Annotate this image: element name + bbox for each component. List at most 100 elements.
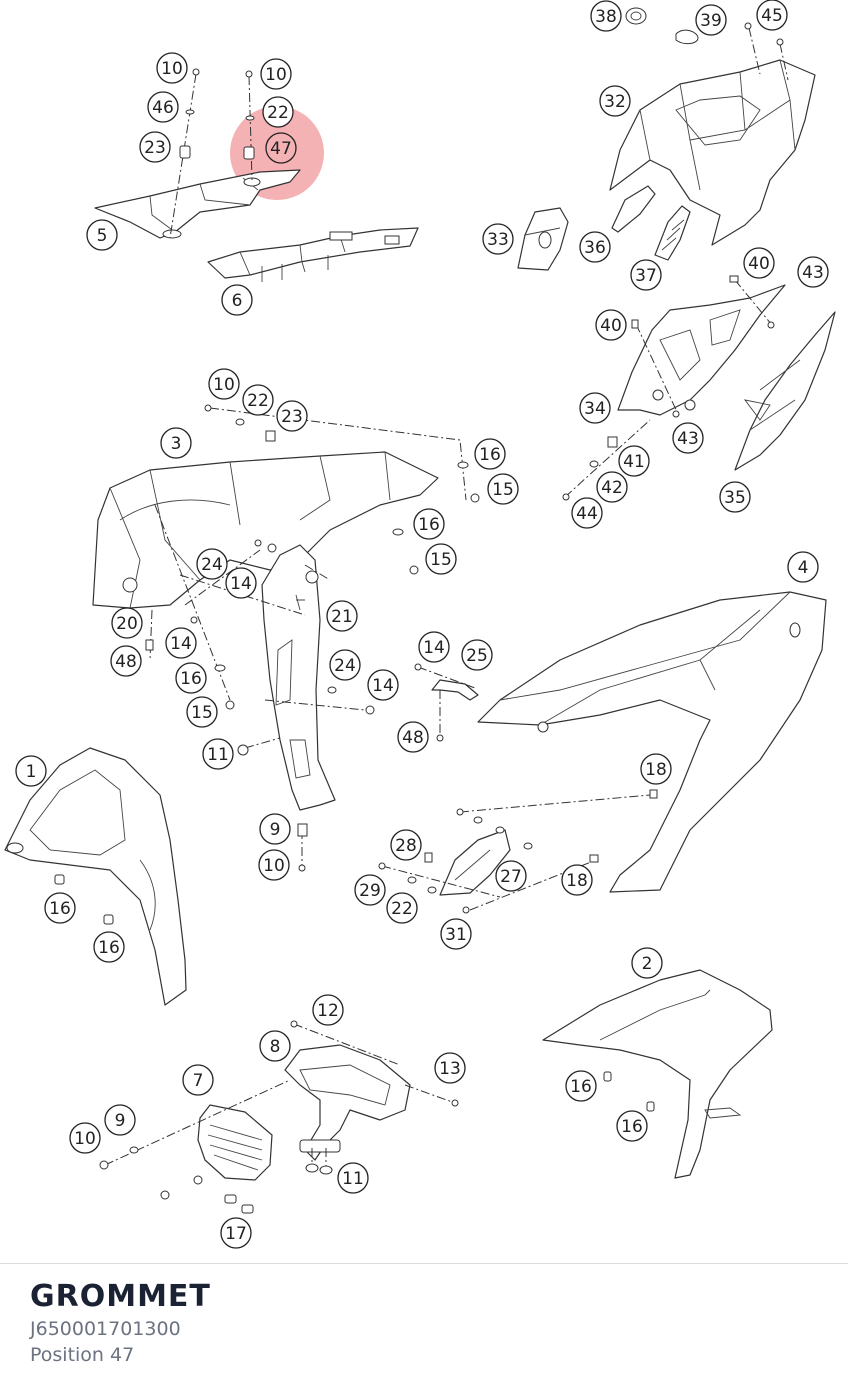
callout-label: 43 <box>677 429 699 449</box>
callout-43[interactable]: 43 <box>797 256 829 288</box>
callout-circle <box>461 639 493 671</box>
callout-35[interactable]: 35 <box>719 481 751 513</box>
callout-32[interactable]: 32 <box>599 85 631 117</box>
callout-circle <box>599 85 631 117</box>
callout-15[interactable]: 15 <box>487 473 519 505</box>
callout-circle <box>329 649 361 681</box>
callout-circle <box>640 753 672 785</box>
callout-label: 4 <box>798 558 809 578</box>
callout-circle <box>487 473 519 505</box>
callout-label: 46 <box>152 98 174 118</box>
callout-13[interactable]: 13 <box>434 1052 466 1084</box>
callout-15[interactable]: 15 <box>425 543 457 575</box>
callout-6[interactable]: 6 <box>221 284 253 316</box>
callout-5[interactable]: 5 <box>86 219 118 251</box>
callout-42[interactable]: 42 <box>596 471 628 503</box>
callout-1[interactable]: 1 <box>15 755 47 787</box>
callout-circle <box>182 1064 214 1096</box>
callout-circle <box>276 400 308 432</box>
callout-label: 16 <box>418 515 440 535</box>
callout-40[interactable]: 40 <box>595 309 627 341</box>
callout-16[interactable]: 16 <box>413 508 445 540</box>
callout-10[interactable]: 10 <box>258 849 290 881</box>
callout-label: 10 <box>263 856 285 876</box>
callout-21[interactable]: 21 <box>326 600 358 632</box>
callout-circle <box>579 392 611 424</box>
callout-22[interactable]: 22 <box>242 384 274 416</box>
callout-15[interactable]: 15 <box>186 696 218 728</box>
callout-39[interactable]: 39 <box>695 4 727 36</box>
callout-circle <box>312 994 344 1026</box>
callout-10[interactable]: 10 <box>156 52 188 84</box>
callout-16[interactable]: 16 <box>175 662 207 694</box>
callout-7[interactable]: 7 <box>182 1064 214 1096</box>
fasteners-mid-left <box>145 404 480 872</box>
callout-22[interactable]: 22 <box>386 892 418 924</box>
callout-43[interactable]: 43 <box>672 422 704 454</box>
callout-45[interactable]: 45 <box>756 0 788 31</box>
part-name: GROMMET <box>30 1279 211 1314</box>
part-37-strip <box>654 205 691 261</box>
callout-16[interactable]: 16 <box>44 892 76 924</box>
callout-14[interactable]: 14 <box>367 669 399 701</box>
callout-23[interactable]: 23 <box>139 131 171 163</box>
callout-16[interactable]: 16 <box>565 1070 597 1102</box>
callout-10[interactable]: 10 <box>69 1122 101 1154</box>
callout-29[interactable]: 29 <box>354 874 386 906</box>
callout-47[interactable]: 47 <box>265 132 297 164</box>
callout-2[interactable]: 2 <box>631 947 663 979</box>
callout-circle <box>397 721 429 753</box>
callout-label: 23 <box>144 138 166 158</box>
callout-27[interactable]: 27 <box>495 860 527 892</box>
callout-16[interactable]: 16 <box>93 931 125 963</box>
callout-40[interactable]: 40 <box>743 247 775 279</box>
callout-label: 38 <box>595 7 617 27</box>
callout-circle <box>495 860 527 892</box>
callout-16[interactable]: 16 <box>616 1110 648 1142</box>
callout-38[interactable]: 38 <box>590 0 622 32</box>
callout-20[interactable]: 20 <box>111 607 143 639</box>
callout-8[interactable]: 8 <box>259 1030 291 1062</box>
callout-16[interactable]: 16 <box>474 438 506 470</box>
callout-label: 45 <box>761 6 783 26</box>
callout-12[interactable]: 12 <box>312 994 344 1026</box>
callout-9[interactable]: 9 <box>104 1104 136 1136</box>
callout-31[interactable]: 31 <box>440 918 472 950</box>
callout-24[interactable]: 24 <box>196 548 228 580</box>
callout-circle <box>69 1122 101 1154</box>
callout-11[interactable]: 11 <box>337 1162 369 1194</box>
callout-48[interactable]: 48 <box>110 645 142 677</box>
callout-label: 14 <box>372 676 394 696</box>
callout-44[interactable]: 44 <box>571 497 603 529</box>
part-21-side-panel <box>261 544 336 811</box>
callout-34[interactable]: 34 <box>579 392 611 424</box>
callout-24[interactable]: 24 <box>329 649 361 681</box>
callout-46[interactable]: 46 <box>147 91 179 123</box>
callout-9[interactable]: 9 <box>259 813 291 845</box>
callout-3[interactable]: 3 <box>160 427 192 459</box>
callout-48[interactable]: 48 <box>397 721 429 753</box>
callout-28[interactable]: 28 <box>390 829 422 861</box>
callout-22[interactable]: 22 <box>262 96 294 128</box>
callout-17[interactable]: 17 <box>220 1217 252 1249</box>
callout-36[interactable]: 36 <box>579 231 611 263</box>
callout-10[interactable]: 10 <box>208 368 240 400</box>
callout-14[interactable]: 14 <box>418 631 450 663</box>
callout-circle <box>265 132 297 164</box>
callout-25[interactable]: 25 <box>461 639 493 671</box>
callout-circle <box>596 471 628 503</box>
callout-41[interactable]: 41 <box>618 445 650 477</box>
callout-label: 10 <box>213 375 235 395</box>
callout-18[interactable]: 18 <box>640 753 672 785</box>
callout-14[interactable]: 14 <box>165 627 197 659</box>
callout-11[interactable]: 11 <box>202 738 234 770</box>
callout-37[interactable]: 37 <box>630 259 662 291</box>
callout-23[interactable]: 23 <box>276 400 308 432</box>
callout-18[interactable]: 18 <box>561 864 593 896</box>
callout-10[interactable]: 10 <box>260 58 292 90</box>
callout-label: 8 <box>270 1037 281 1057</box>
callout-4[interactable]: 4 <box>787 551 819 583</box>
callout-33[interactable]: 33 <box>482 223 514 255</box>
callout-14[interactable]: 14 <box>225 567 257 599</box>
callout-circle <box>175 662 207 694</box>
